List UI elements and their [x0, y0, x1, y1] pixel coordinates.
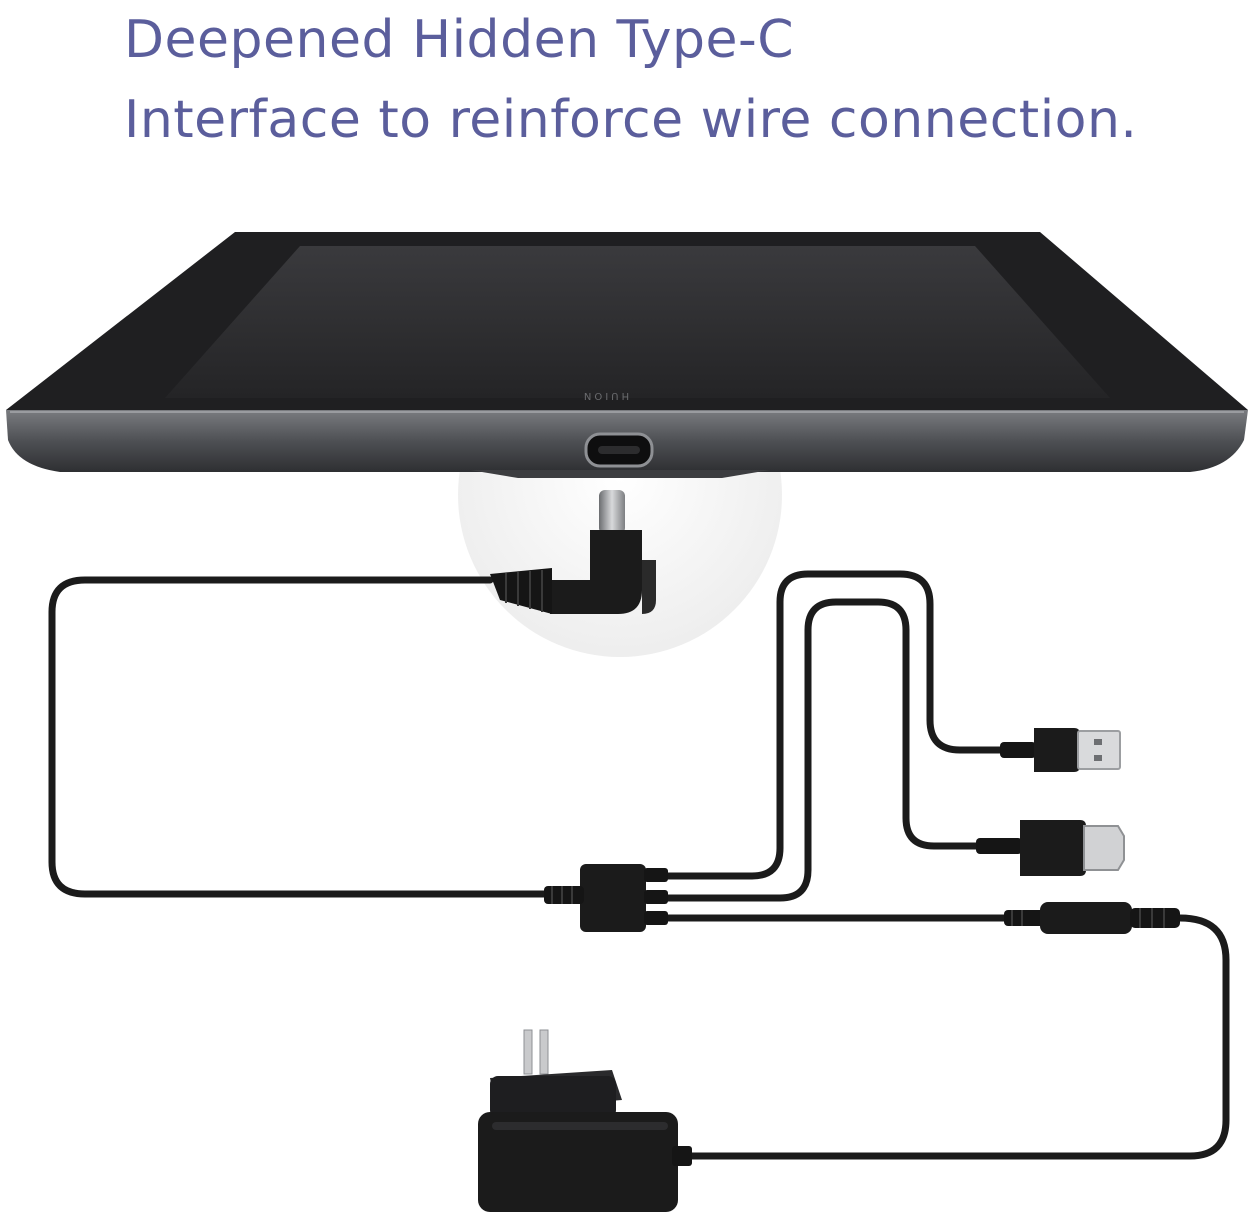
tablet-brand-logo: HUION — [581, 390, 629, 401]
tablet: HUION — [6, 232, 1248, 478]
dc-barrel-connector — [1004, 902, 1180, 934]
cable-splitter — [544, 864, 668, 932]
main-cable — [48, 576, 552, 898]
headline-line-1: Deepened Hidden Type-C — [124, 10, 795, 70]
tablet-screen — [165, 246, 1110, 398]
power-adapter — [478, 1029, 692, 1212]
usb-a-plug — [1000, 728, 1121, 772]
type-c-plug — [490, 490, 656, 614]
power-cable-lower — [668, 914, 1230, 1160]
cables — [48, 570, 1230, 1160]
headline: Deepened Hidden Type-C Interface to rein… — [124, 0, 1137, 160]
hdmi-cable — [638, 598, 984, 902]
tablet-port-housing — [470, 470, 770, 478]
usb-cable — [638, 570, 1008, 880]
hdmi-plug — [976, 820, 1125, 876]
headline-line-2: Interface to reinforce wire connection. — [124, 90, 1138, 150]
